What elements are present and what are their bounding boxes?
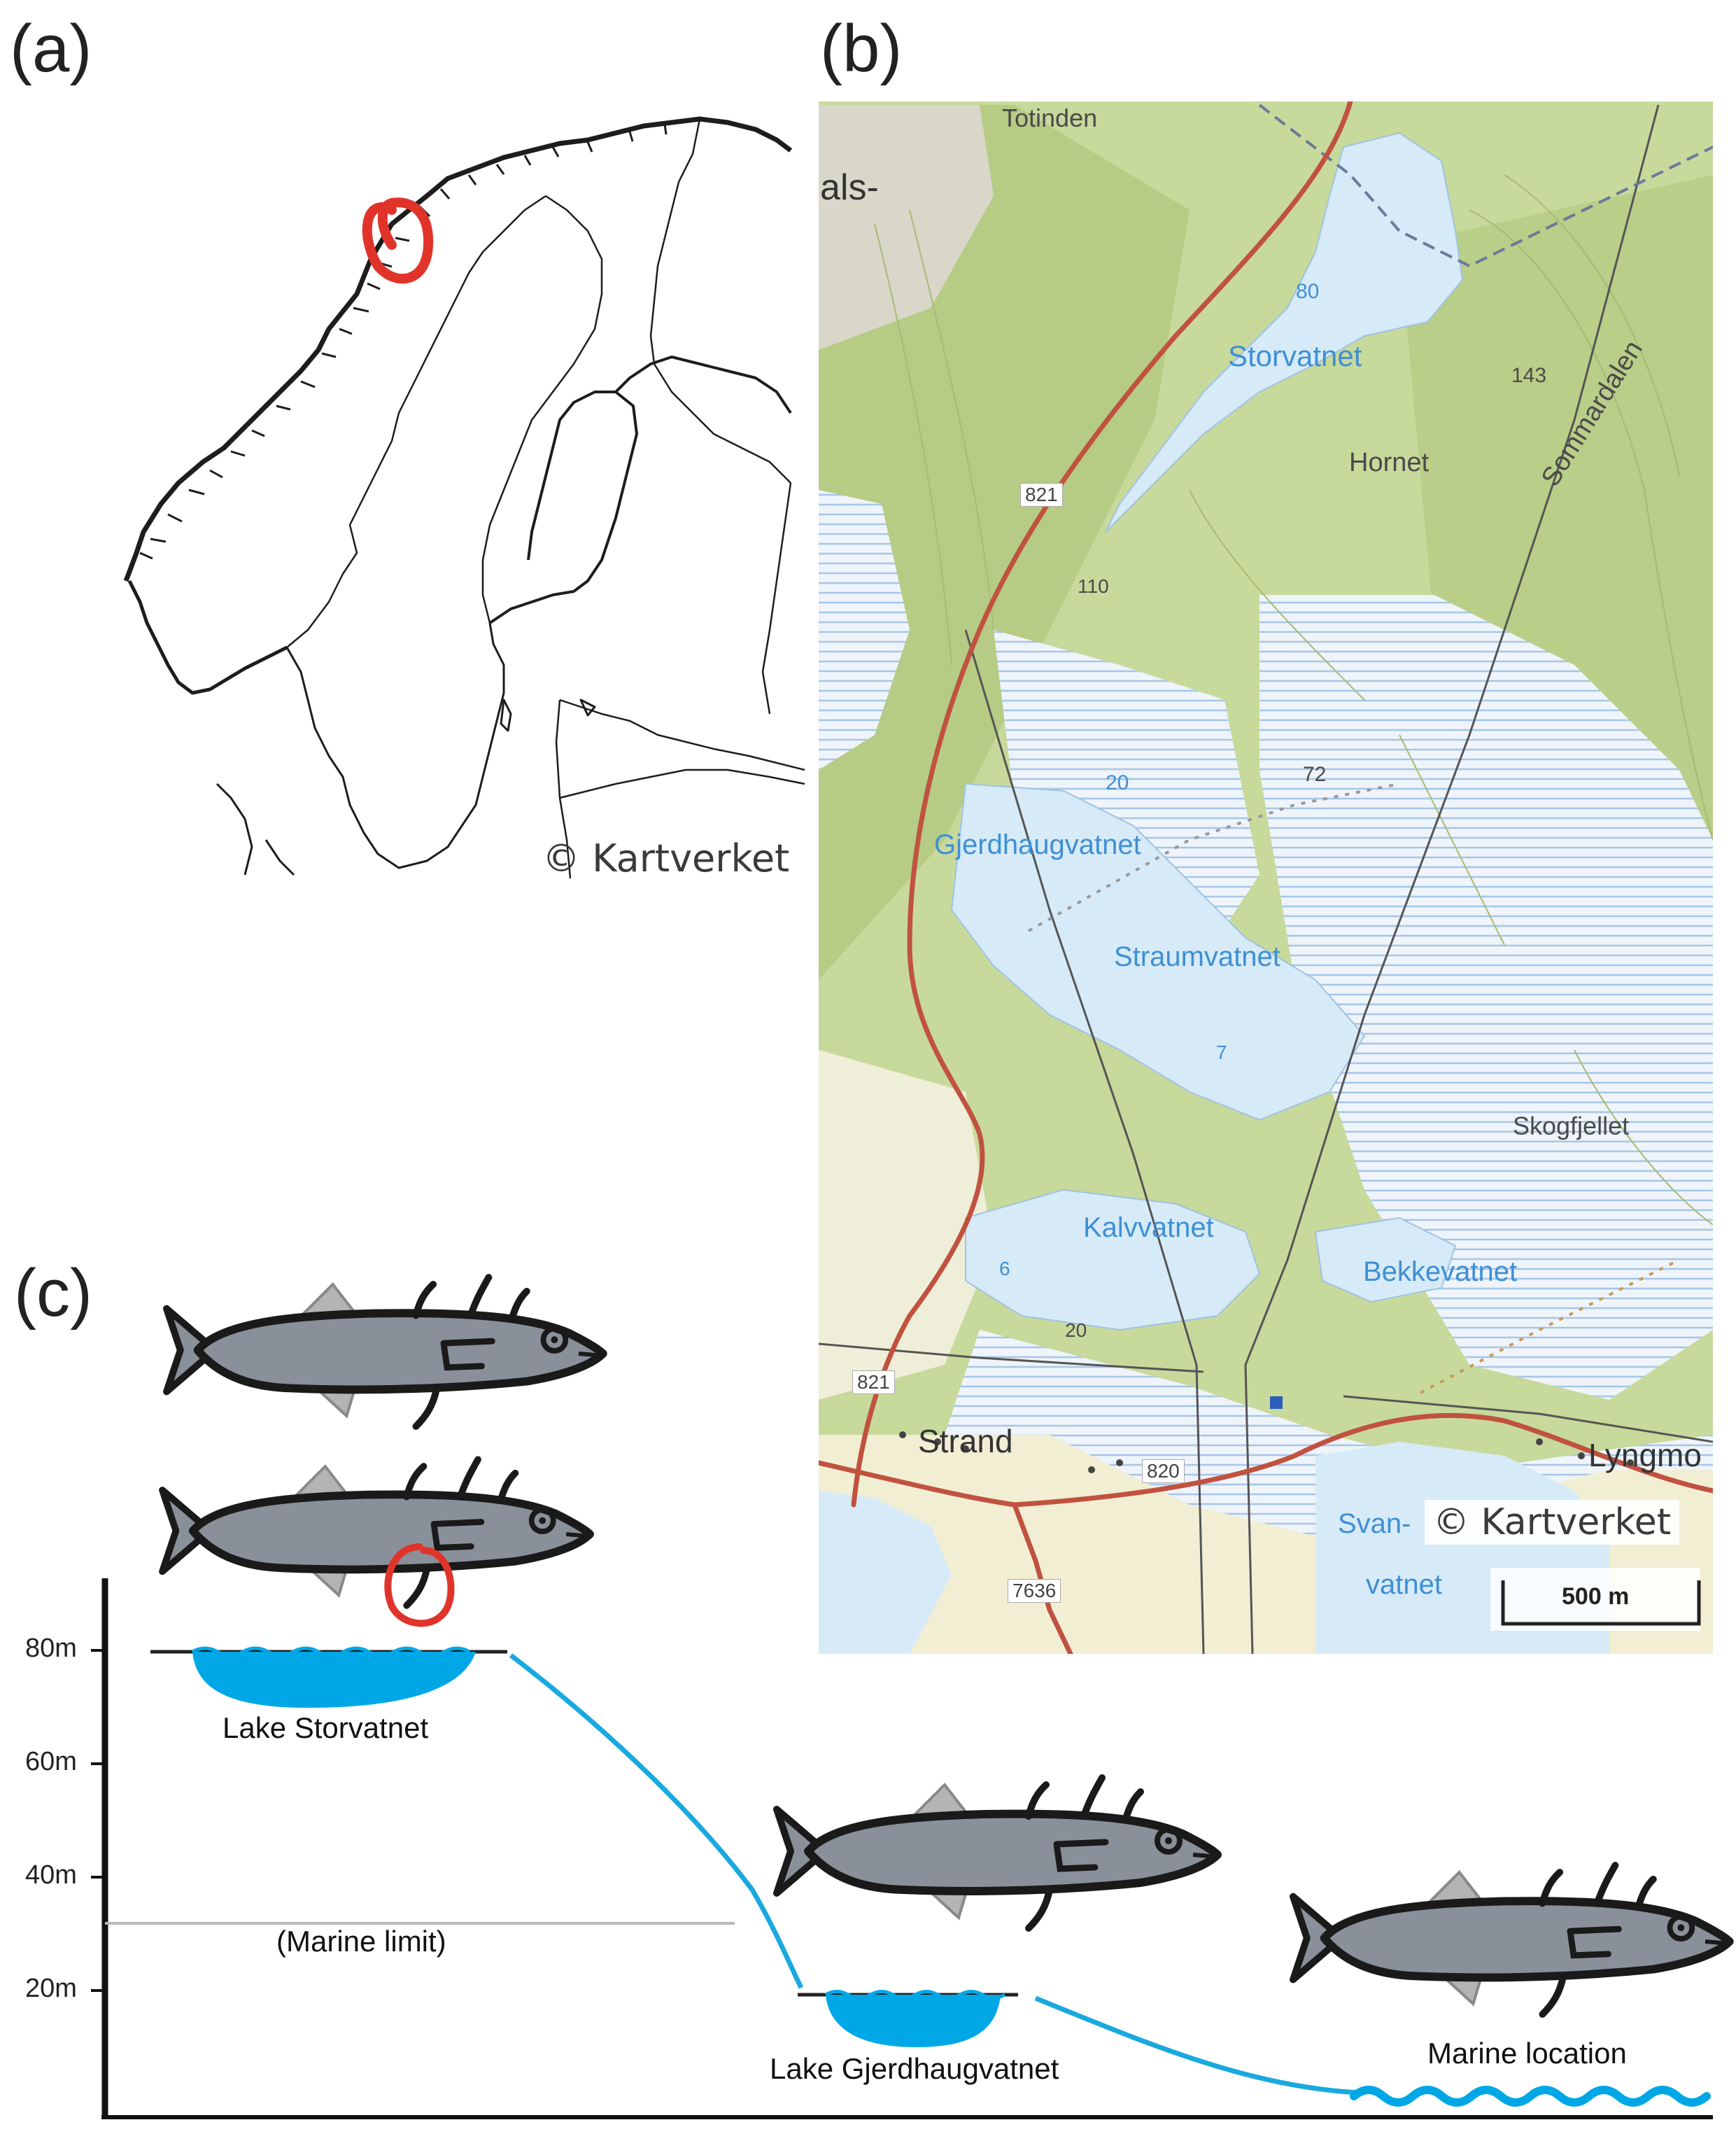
lake-label-storvatnet: Storvatnet bbox=[1228, 339, 1362, 372]
height-110: 110 bbox=[1078, 575, 1109, 597]
height-20: 20 bbox=[1065, 1319, 1087, 1341]
y-label-40m: 40m bbox=[25, 1860, 77, 1890]
road-number-821-bottom: 821 bbox=[852, 1370, 895, 1394]
lake-label-vatnet: vatnet bbox=[1366, 1569, 1442, 1600]
panel-a-copyright: © Kartverket bbox=[542, 836, 790, 880]
location-highlight-circle bbox=[362, 197, 434, 284]
lake-label-gjerdhaugvatnet: Gjerdhaugvatnet bbox=[934, 829, 1141, 860]
label-marine-location: Marine location bbox=[1427, 2037, 1627, 2070]
y-label-60m: 60m bbox=[25, 1747, 77, 1776]
depth-6: 6 bbox=[999, 1258, 1010, 1279]
norway-coastline bbox=[123, 116, 793, 582]
stream-upper bbox=[509, 1653, 804, 1989]
y-label-80m: 80m bbox=[25, 1634, 77, 1663]
place-skogfjellet: Skogfjellet bbox=[1513, 1111, 1630, 1140]
gjerdhaugvatnet-basin bbox=[826, 1995, 1001, 2047]
depth-7: 7 bbox=[1216, 1041, 1227, 1063]
storvatnet-lake bbox=[1105, 132, 1464, 533]
marine-waves bbox=[1350, 2086, 1711, 2107]
lake-label-bekkevatnet: Bekkevatnet bbox=[1363, 1256, 1518, 1287]
kalvvatnet-lake bbox=[965, 1188, 1261, 1331]
scale-bar-background bbox=[1490, 1568, 1700, 1631]
label-lake-gjerdhaugvatnet: Lake Gjerdhaugvatnet bbox=[770, 2052, 1059, 2085]
panel-b-copyright: © Kartverket bbox=[1425, 1500, 1680, 1545]
fish-gjerdhaugvatnet bbox=[777, 1778, 1218, 1928]
fish-storvatnet-2 bbox=[162, 1459, 590, 1606]
fish-highlight-circle bbox=[384, 1543, 455, 1627]
place-totinden: Totinden bbox=[1002, 104, 1098, 132]
fish-marine bbox=[1293, 1865, 1730, 2014]
road-821 bbox=[851, 101, 1353, 1508]
road-number-7636: 7636 bbox=[1008, 1579, 1061, 1603]
scale-bar bbox=[1501, 1580, 1701, 1626]
storvatnet-basin bbox=[192, 1652, 476, 1708]
fish-storvatnet-1 bbox=[167, 1277, 603, 1426]
label-lake-storvatnet: Lake Storvatnet bbox=[223, 1711, 429, 1744]
panel-label-b: (b) bbox=[820, 11, 903, 86]
road-number-821-top: 821 bbox=[1020, 483, 1063, 507]
road-number-820: 820 bbox=[1142, 1459, 1185, 1483]
place-strand: Strand bbox=[918, 1423, 1013, 1459]
depth-80: 80 bbox=[1296, 280, 1320, 303]
marine-limit-label: (Marine limit) bbox=[276, 1925, 446, 1958]
stream-lower bbox=[1034, 1995, 1358, 2096]
road-820 bbox=[819, 1412, 1713, 1508]
height-72: 72 bbox=[1303, 763, 1327, 786]
lake-label-svan: Svan- bbox=[1338, 1508, 1411, 1539]
height-143: 143 bbox=[1511, 364, 1547, 387]
gjerdhaugvatnet-lake bbox=[950, 782, 1366, 1121]
place-hornet: Hornet bbox=[1349, 448, 1430, 477]
panel-label-c: (c) bbox=[14, 1256, 92, 1331]
place-als: als- bbox=[820, 167, 879, 208]
depth-20: 20 bbox=[1106, 771, 1129, 794]
scale-bar-label: 500 m bbox=[1562, 1583, 1630, 1610]
lake-label-kalvvatnet: Kalvvatnet bbox=[1083, 1212, 1214, 1243]
y-label-20m: 20m bbox=[25, 1974, 77, 2003]
place-lyngmo: Lyngmo bbox=[1588, 1437, 1702, 1473]
lake-label-straumvatnet: Straumvatnet bbox=[1114, 941, 1280, 972]
scandinavia-map bbox=[123, 116, 805, 879]
panel-label-a: (a) bbox=[10, 11, 92, 86]
